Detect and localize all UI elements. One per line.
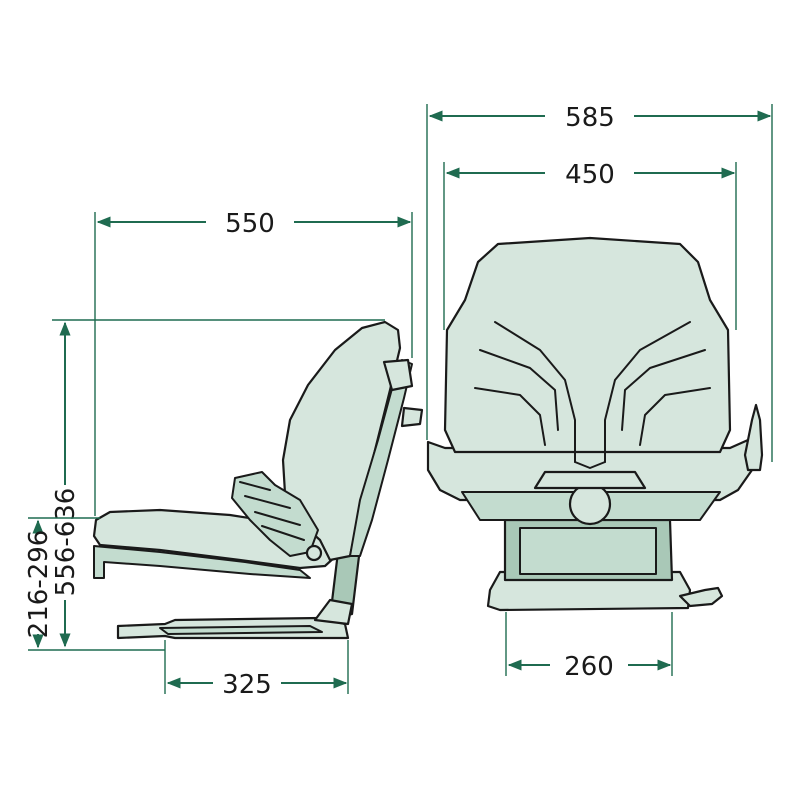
dimension-suspension-range: 216-296 [24,517,165,651]
label-seat-depth: 550 [225,209,275,239]
dimension-overall-width: 585 [426,103,773,462]
backrest-groove-left [474,321,576,463]
label-overall-width: 585 [565,103,615,133]
cushion-base [93,545,311,579]
armrest-grip [239,481,305,541]
front-backrest [443,236,732,454]
label-rail-length: 325 [222,670,272,700]
front-adjust-knob [568,482,612,526]
side-view-seat [92,320,424,640]
column-foot [313,598,354,626]
rail-slider [159,625,323,635]
side-handle [400,406,424,428]
pivot-knob [305,544,323,562]
front-center-block [533,470,647,490]
label-seat-width: 450 [565,160,615,190]
label-height-range: 556-636 [51,488,81,597]
backrest-center-channel [574,461,606,469]
dimension-seat-width: 450 [443,160,737,330]
base-lever [678,586,724,608]
front-view-seat [426,236,764,612]
dimension-rail-length: 325 [164,640,349,700]
dimension-height-range: 556-636 [51,319,385,648]
backrest-frame [349,359,413,557]
dimension-seat-depth: 550 [94,209,413,516]
front-side-lever [743,403,764,472]
suspension-panel [519,527,657,575]
headrest-bracket [382,358,414,392]
backrest [281,320,402,562]
backrest-groove-right [604,321,711,463]
dimension-base-width: 260 [505,612,673,682]
label-base-width: 260 [564,652,614,682]
label-suspension-range: 216-296 [24,530,54,639]
